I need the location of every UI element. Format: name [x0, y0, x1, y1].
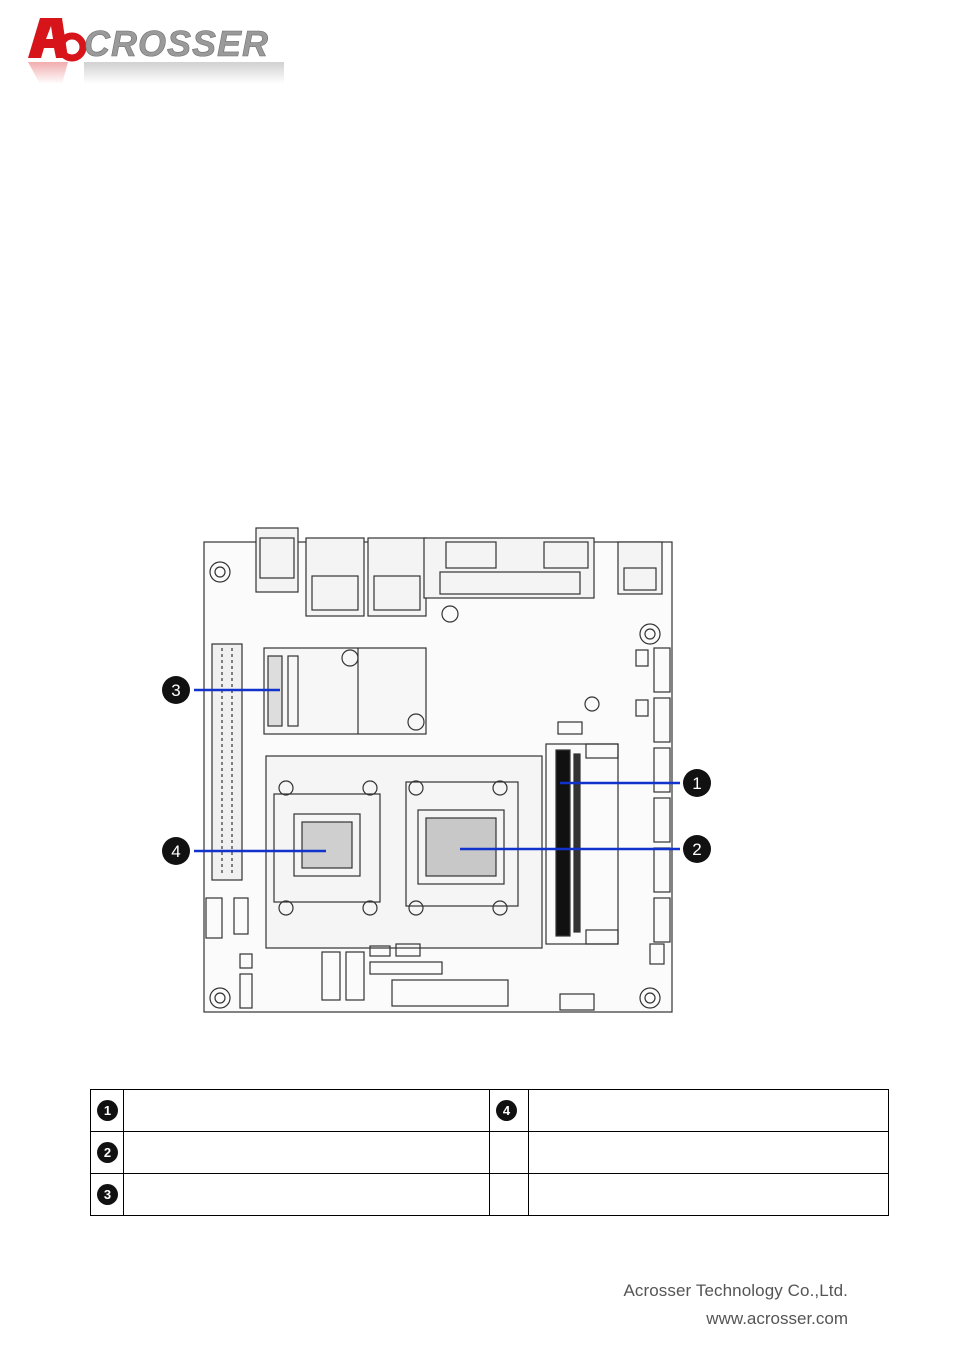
row-number-cell: 4 [489, 1089, 529, 1132]
svg-text:CROSSER: CROSSER [84, 23, 269, 64]
svg-text:2: 2 [692, 840, 701, 859]
svg-text:1: 1 [692, 774, 701, 793]
motherboard-diagram: 1 2 3 4 [160, 518, 720, 1018]
callout-1: 1 [683, 769, 711, 797]
footer-company: Acrosser Technology Co.,Ltd. [623, 1281, 848, 1300]
number-badge: 1 [97, 1100, 118, 1121]
table-row: 2 [90, 1131, 889, 1174]
row-number-cell [489, 1131, 529, 1174]
number-badge: 3 [97, 1184, 118, 1205]
number-badge: 2 [97, 1142, 118, 1163]
callout-3: 3 [162, 676, 190, 704]
row-label-cell [123, 1173, 490, 1216]
row-number-cell [489, 1173, 529, 1216]
table-row: 3 [90, 1173, 889, 1216]
row-label-cell [528, 1089, 889, 1132]
row-number-cell: 3 [90, 1173, 124, 1216]
callout-2: 2 [683, 835, 711, 863]
row-label-cell [528, 1173, 889, 1216]
row-label-cell [123, 1089, 490, 1132]
footer-url[interactable]: www.acrosser.com [706, 1309, 848, 1328]
table-row: 1 4 [90, 1089, 889, 1132]
parts-table: 1 4 2 3 [90, 1089, 889, 1216]
row-label-cell [528, 1131, 889, 1174]
svg-text:3: 3 [171, 681, 180, 700]
acrosser-logo: CROSSER [22, 14, 292, 88]
row-number-cell: 2 [90, 1131, 124, 1174]
number-badge: 4 [496, 1100, 517, 1121]
motherboard-svg: 1 2 3 4 [162, 527, 711, 1013]
row-number-cell: 1 [90, 1089, 124, 1132]
callout-4: 4 [162, 837, 190, 865]
row-label-cell [123, 1131, 490, 1174]
svg-text:4: 4 [171, 842, 180, 861]
